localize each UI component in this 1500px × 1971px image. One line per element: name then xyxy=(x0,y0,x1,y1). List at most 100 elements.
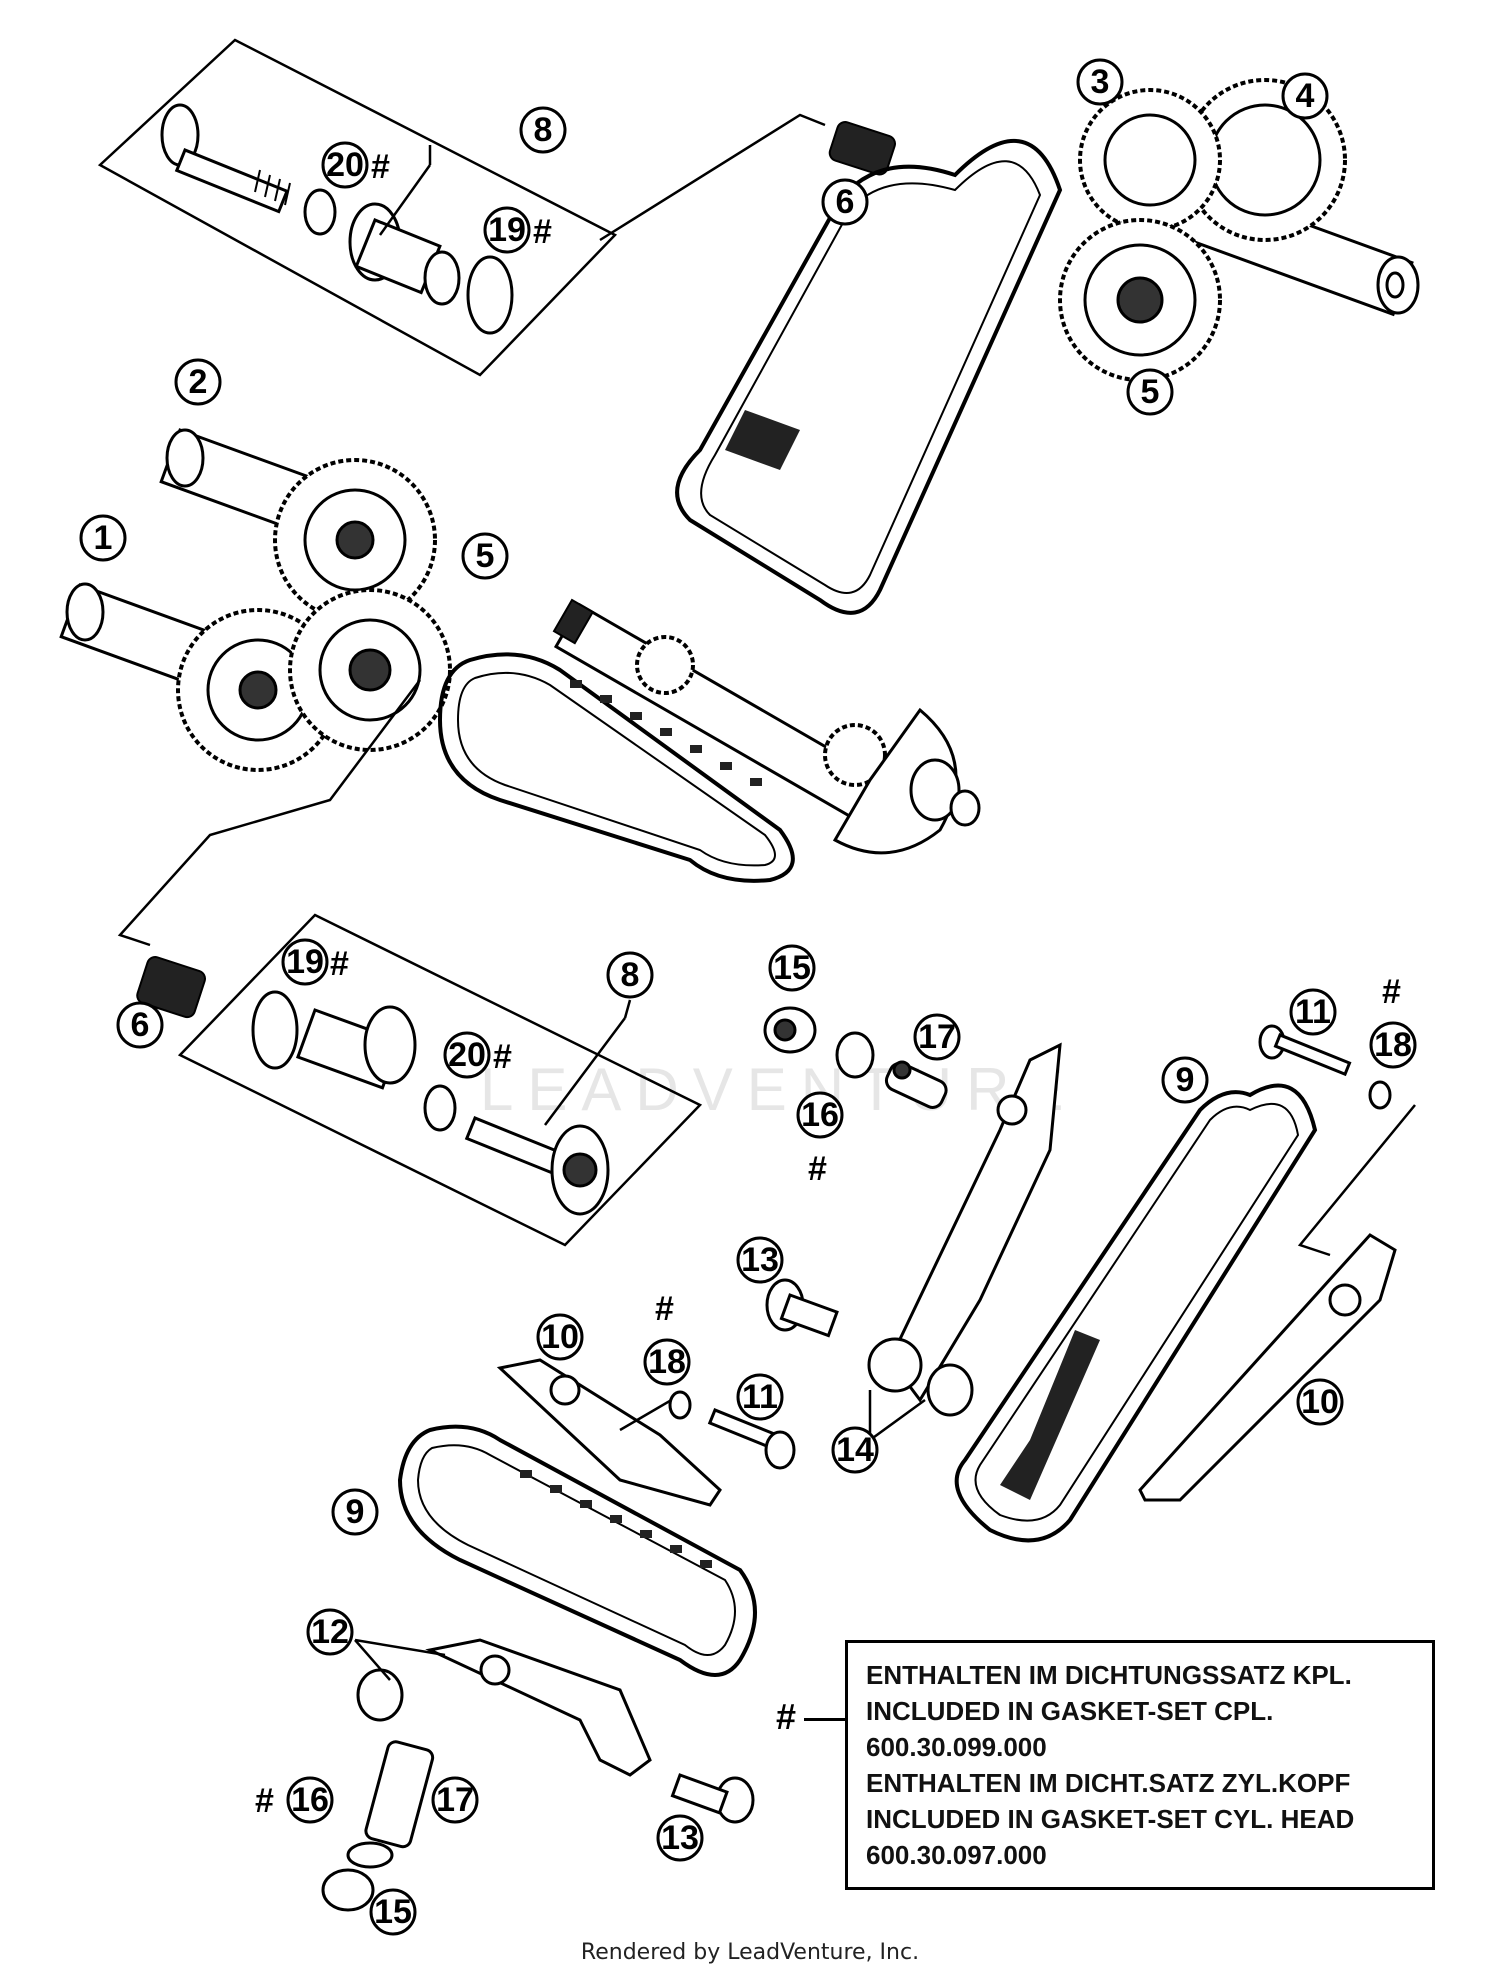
note-line-2: INCLUDED IN GASKET-SET CPL. xyxy=(866,1696,1274,1726)
svg-text:#: # xyxy=(1382,973,1401,1011)
svg-text:5: 5 xyxy=(1141,373,1160,411)
camshaft-left-2 xyxy=(159,428,437,622)
svg-text:8: 8 xyxy=(621,956,640,994)
svg-text:15: 15 xyxy=(374,1893,412,1931)
bearing-assembly-lower xyxy=(117,679,703,1247)
note-line-5: INCLUDED IN GASKET-SET CYL. HEAD xyxy=(866,1804,1355,1834)
callout-18-lower: 18 # xyxy=(643,1290,691,1386)
svg-text:18: 18 xyxy=(648,1343,686,1381)
timing-chain-lower xyxy=(397,1424,757,1677)
callout-12: 12 xyxy=(306,1608,354,1656)
callout-16-lower: 16 # xyxy=(255,1776,334,1824)
callout-15-lower: 15 xyxy=(369,1888,417,1936)
svg-text:10: 10 xyxy=(541,1318,579,1356)
callout-4: 4 xyxy=(1281,72,1329,120)
callout-5-upper: 5 xyxy=(1126,368,1174,416)
svg-text:16: 16 xyxy=(801,1096,839,1134)
note-line-4: ENTHALTEN IM DICHT.SATZ ZYL.KOPF xyxy=(866,1768,1351,1798)
timing-chain-right xyxy=(954,1083,1318,1543)
svg-text:11: 11 xyxy=(1295,993,1331,1031)
svg-text:6: 6 xyxy=(836,183,855,221)
note-line-6: 600.30.097.000 xyxy=(866,1840,1047,1870)
crankshaft xyxy=(552,598,981,855)
guide-rail-right xyxy=(1138,1104,1416,1502)
svg-text:6: 6 xyxy=(131,1006,150,1044)
gasket-set-note: ENTHALTEN IM DICHTUNGSSATZ KPL. INCLUDED… xyxy=(845,1640,1435,1890)
callout-2: 2 xyxy=(174,358,222,406)
svg-text:4: 4 xyxy=(1296,77,1315,115)
svg-text:17: 17 xyxy=(918,1018,956,1056)
tensioner-rail-lower xyxy=(354,1638,755,1824)
camshaft-left-1 xyxy=(59,582,452,772)
svg-text:10: 10 xyxy=(1301,1383,1339,1421)
camshaft-upper-right xyxy=(1058,78,1420,382)
footer-credit: Rendered by LeadVenture, Inc. xyxy=(580,1940,920,1965)
callout-18-right: 18 # xyxy=(1369,973,1417,1069)
callout-6-upper: 6 xyxy=(821,178,869,226)
callout-10-lower: 10 xyxy=(536,1313,584,1361)
callout-11-lower: 11 xyxy=(736,1373,784,1421)
tensioner-plug-upper xyxy=(763,1006,948,1109)
svg-text:8: 8 xyxy=(534,111,553,149)
chain-roller-upper xyxy=(828,121,896,176)
svg-text:16: 16 xyxy=(291,1781,329,1819)
guide-rail-lower xyxy=(496,1358,796,1507)
note-line-1: ENTHALTEN IM DICHTUNGSSATZ KPL. xyxy=(866,1660,1352,1690)
svg-text:18: 18 xyxy=(1374,1026,1412,1064)
bolt-11-right xyxy=(1258,1024,1392,1110)
timing-chain-upper xyxy=(675,139,1063,615)
callout-8-lower: 8 xyxy=(606,951,654,999)
svg-text:#: # xyxy=(655,1290,674,1328)
svg-text:1: 1 xyxy=(94,519,113,557)
note-leader-line xyxy=(804,1718,845,1721)
callout-3: 3 xyxy=(1076,58,1124,106)
bushing-14 xyxy=(868,1363,974,1443)
bearing-assembly-upper xyxy=(97,38,826,377)
callout-8-upper: 8 xyxy=(519,106,567,154)
svg-text:#: # xyxy=(493,1038,512,1076)
callout-19-lower: 19 # xyxy=(281,938,349,986)
svg-text:11: 11 xyxy=(742,1378,778,1416)
callout-13-upper: 13 xyxy=(736,1236,784,1284)
callout-17-upper: 17 xyxy=(913,1013,961,1061)
callout-16-upper: 16 # xyxy=(796,1091,844,1188)
callout-20-upper: 20 # xyxy=(321,141,390,189)
callout-9-lower: 9 xyxy=(331,1488,379,1536)
svg-text:17: 17 xyxy=(436,1781,474,1819)
tensioner-plug-lower xyxy=(321,1740,435,1912)
svg-text:#: # xyxy=(808,1150,827,1188)
svg-text:#: # xyxy=(330,945,349,983)
callout-1: 1 xyxy=(79,514,127,562)
svg-text:20: 20 xyxy=(326,146,364,184)
svg-text:13: 13 xyxy=(741,1241,779,1279)
svg-text:#: # xyxy=(533,213,552,251)
note-hash-symbol: # xyxy=(776,1696,797,1737)
svg-text:13: 13 xyxy=(661,1819,699,1857)
callout-17-lower: 17 xyxy=(431,1776,479,1824)
svg-text:19: 19 xyxy=(286,943,324,981)
callout-5-left: 5 xyxy=(461,532,509,580)
note-line-3: 600.30.099.000 xyxy=(866,1732,1047,1762)
callout-19-upper: 19 # xyxy=(483,206,552,254)
callout-10-right: 10 xyxy=(1296,1378,1344,1426)
svg-text:2: 2 xyxy=(189,363,208,401)
watermark: LEADVENTURE xyxy=(480,1056,1077,1123)
timing-chain-middle xyxy=(437,652,795,883)
svg-text:#: # xyxy=(371,148,390,186)
svg-text:20: 20 xyxy=(448,1036,486,1074)
svg-text:12: 12 xyxy=(311,1613,349,1651)
svg-text:15: 15 xyxy=(773,949,811,987)
svg-text:19: 19 xyxy=(488,211,526,249)
svg-text:9: 9 xyxy=(1176,1061,1195,1099)
callout-9-right: 9 xyxy=(1161,1056,1209,1104)
svg-text:3: 3 xyxy=(1091,63,1110,101)
callout-14: 14 xyxy=(831,1426,879,1474)
callout-11-right: 11 xyxy=(1289,988,1337,1036)
callout-13-lower: 13 xyxy=(656,1814,704,1862)
svg-text:5: 5 xyxy=(476,537,495,575)
svg-text:#: # xyxy=(255,1782,274,1820)
tensioner-rail-middle xyxy=(867,1042,1062,1403)
svg-text:9: 9 xyxy=(346,1493,365,1531)
callout-15-upper: 15 xyxy=(768,944,816,992)
